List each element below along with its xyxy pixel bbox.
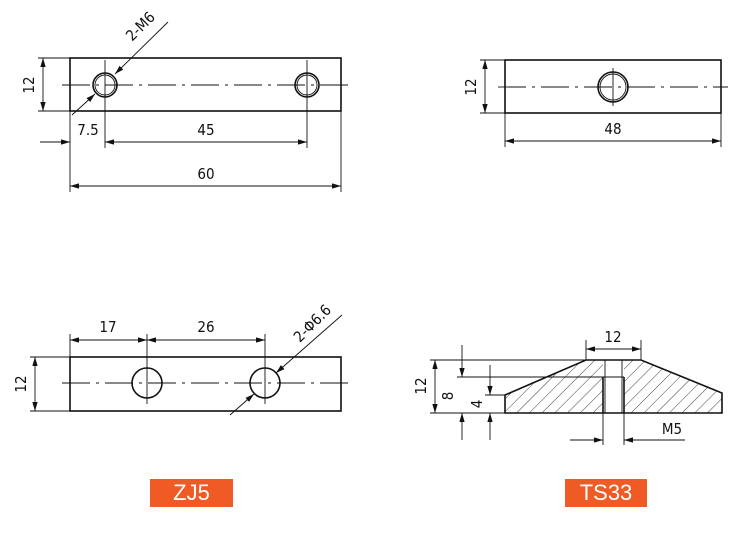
zj5-spacing-dim: 45 [197,121,214,139]
ts33-mid-height-dim: 8 [439,392,457,401]
zj5-top-view: 12 7.5 45 60 2-M6 [20,8,350,192]
ts33-section-view: 12 12 8 4 M5 [412,328,723,445]
ts33-top-width-dim: 12 [604,328,621,346]
zj5-dim-b: 26 [197,318,214,336]
ts33-height-dim: 12 [462,78,480,95]
zj5-height-dim: 12 [20,76,38,93]
ts33-edge-height-dim: 4 [468,400,486,409]
ts33-label-badge: TS33 [565,479,647,507]
zj5-length-dim: 60 [197,165,214,183]
zj5-offset-dim: 7.5 [77,121,98,139]
ts33-length-dim: 48 [604,120,621,138]
zj5-dim-a: 17 [99,318,116,336]
zj5-hole-callout: 2-M6 [122,8,159,45]
zj5-bottom-view: 17 26 12 2-Φ6.6 [12,301,350,416]
ts33-total-height-dim: 12 [412,377,430,394]
zj5-label-badge: ZJ5 [150,479,233,507]
zj5-bottom-hole-callout: 2-Φ6.6 [290,301,335,346]
zj5-bottom-height-dim: 12 [12,375,30,392]
ts33-top-view: 12 48 [462,59,728,147]
ts33-thread-dim: M5 [662,420,682,438]
